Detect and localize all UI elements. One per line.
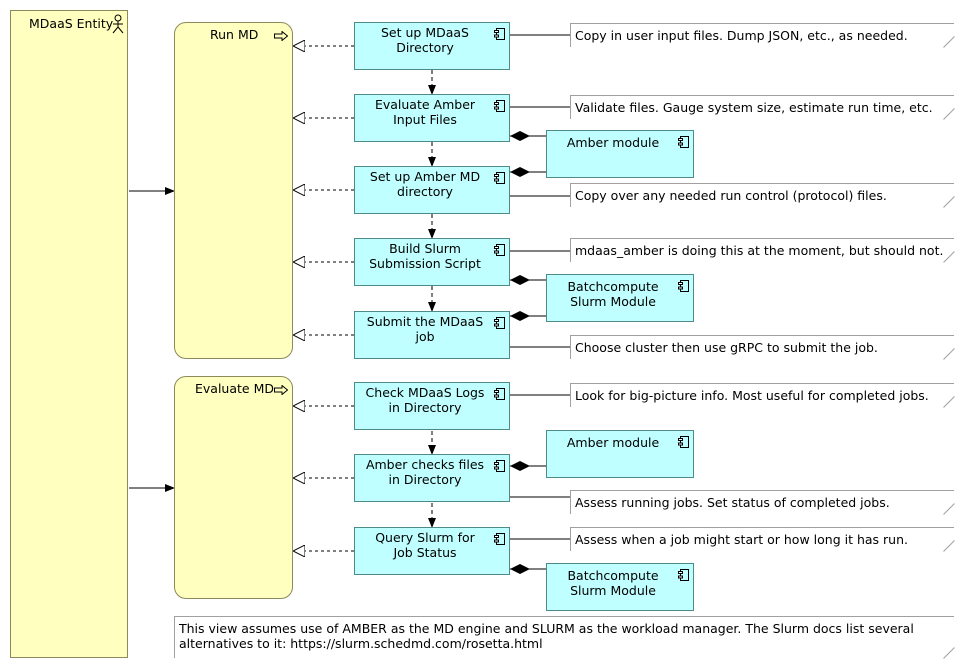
component-icon xyxy=(494,244,505,256)
note-fold-icon xyxy=(943,348,955,360)
module-label-text: Batchcompute Slurm Module xyxy=(567,279,659,309)
component-icon xyxy=(494,28,505,40)
note[interactable]: Validate files. Gauge system size, estim… xyxy=(570,95,955,120)
note-text: Validate files. Gauge system size, estim… xyxy=(575,100,933,115)
module-label: Amber module xyxy=(549,135,677,150)
note-text: Assess running jobs. Set status of compl… xyxy=(575,495,890,510)
component-label: Set up Amber MD directory xyxy=(357,169,493,199)
component-icon xyxy=(494,317,505,329)
component-check-mdaas-logs[interactable]: Check MDaaS Logs in Directory xyxy=(354,382,510,430)
component-icon xyxy=(494,533,505,545)
component-build-slurm-submission-script[interactable]: Build Slurm Submission Script xyxy=(354,238,510,286)
process-run-md[interactable]: Run MD xyxy=(174,22,293,359)
actor-label: MDaaS Entity xyxy=(29,16,114,31)
component-submit-mdaas-job[interactable]: Submit the MDaaS job xyxy=(354,311,510,359)
component-label: Evaluate Amber Input Files xyxy=(357,97,493,127)
note-text: Look for big-picture info. Most useful f… xyxy=(575,388,929,403)
note-fold-icon xyxy=(943,196,955,208)
note-fold-icon xyxy=(943,108,955,120)
component-label-text: Set up Amber MD directory xyxy=(369,169,481,199)
component-label: Submit the MDaaS job xyxy=(357,314,493,344)
component-amber-checks-files[interactable]: Amber checks files in Directory xyxy=(354,454,510,502)
note-fold-icon xyxy=(943,36,955,48)
component-label: Query Slurm for Job Status xyxy=(357,530,493,560)
note-fold-icon xyxy=(943,396,955,408)
component-icon xyxy=(678,280,689,292)
component-label: Amber checks files in Directory xyxy=(357,457,493,487)
component-label: Set up MDaaS Directory xyxy=(357,25,493,55)
component-set-up-amber-md-directory[interactable]: Set up Amber MD directory xyxy=(354,166,510,214)
component-icon xyxy=(494,100,505,112)
note-text: Copy in user input files. Dump JSON, etc… xyxy=(575,28,908,43)
component-set-up-mdaas-directory[interactable]: Set up MDaaS Directory xyxy=(354,22,510,70)
component-evaluate-amber-input-files[interactable]: Evaluate Amber Input Files xyxy=(354,94,510,142)
component-label: Check MDaaS Logs in Directory xyxy=(357,385,493,415)
note-fold-icon xyxy=(943,540,955,552)
process-label: Evaluate MD xyxy=(195,381,274,396)
module-amber[interactable]: Amber module xyxy=(546,430,694,478)
component-label-text: Amber checks files in Directory xyxy=(365,457,485,487)
note[interactable]: Assess when a job might start or how lon… xyxy=(570,527,955,552)
actor-icon xyxy=(112,14,124,34)
note[interactable]: mdaas_amber is doing this at the moment,… xyxy=(570,238,955,263)
module-label-text: Amber module xyxy=(566,135,660,150)
component-icon xyxy=(678,436,689,448)
module-label-text: Amber module xyxy=(566,435,660,450)
process-arrow-icon xyxy=(274,31,288,41)
note-text: Choose cluster then use gRPC to submit t… xyxy=(575,340,878,355)
note-fold-icon xyxy=(943,251,955,263)
view-note[interactable]: This view assumes use of AMBER as the MD… xyxy=(174,616,955,659)
note-text: mdaas_amber is doing this at the moment,… xyxy=(575,243,944,258)
component-label-text: Set up MDaaS Directory xyxy=(381,25,469,55)
view-note-text: This view assumes use of AMBER as the MD… xyxy=(179,621,914,651)
note-fold-icon xyxy=(943,647,955,659)
component-label-text: Check MDaaS Logs in Directory xyxy=(365,385,485,415)
component-icon xyxy=(678,569,689,581)
actor-mdaas-entity[interactable]: MDaaS Entity xyxy=(10,10,128,658)
module-amber[interactable]: Amber module xyxy=(546,130,694,178)
component-icon xyxy=(494,172,505,184)
component-label: Build Slurm Submission Script xyxy=(357,241,493,271)
component-label-text: Evaluate Amber Input Files xyxy=(374,97,476,127)
note-text: Assess when a job might start or how lon… xyxy=(575,532,908,547)
component-query-slurm-job-status[interactable]: Query Slurm for Job Status xyxy=(354,527,510,575)
module-label: Amber module xyxy=(549,435,677,450)
module-batchcompute-slurm[interactable]: Batchcompute Slurm Module xyxy=(546,563,694,611)
module-label: Batchcompute Slurm Module xyxy=(549,568,677,598)
note-fold-icon xyxy=(943,503,955,515)
note[interactable]: Choose cluster then use gRPC to submit t… xyxy=(570,335,955,360)
component-icon xyxy=(678,136,689,148)
note[interactable]: Look for big-picture info. Most useful f… xyxy=(570,383,955,408)
process-arrow-icon xyxy=(274,385,288,395)
note[interactable]: Assess running jobs. Set status of compl… xyxy=(570,490,955,515)
note[interactable]: Copy over any needed run control (protoc… xyxy=(570,183,955,208)
process-evaluate-md[interactable]: Evaluate MD xyxy=(174,376,293,599)
module-label: Batchcompute Slurm Module xyxy=(549,279,677,309)
component-label-text: Build Slurm Submission Script xyxy=(369,241,481,271)
component-icon xyxy=(494,460,505,472)
note-text: Copy over any needed run control (protoc… xyxy=(575,188,887,203)
component-icon xyxy=(494,388,505,400)
process-label: Run MD xyxy=(210,27,259,42)
component-label-text: Submit the MDaaS job xyxy=(366,314,484,344)
module-batchcompute-slurm[interactable]: Batchcompute Slurm Module xyxy=(546,274,694,322)
component-label-text: Query Slurm for Job Status xyxy=(375,530,475,560)
module-label-text: Batchcompute Slurm Module xyxy=(567,568,659,598)
note[interactable]: Copy in user input files. Dump JSON, etc… xyxy=(570,23,955,48)
